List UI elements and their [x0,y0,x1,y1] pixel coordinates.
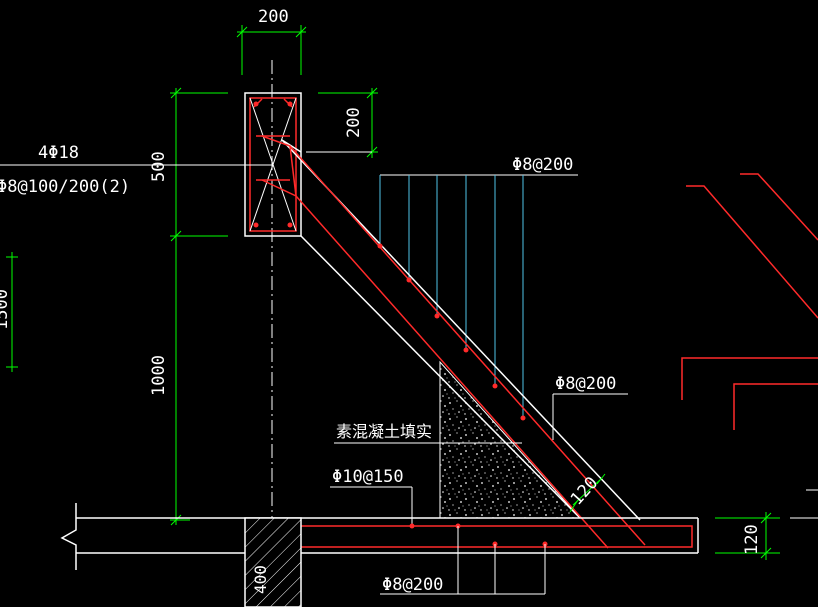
top-mesh-label: Φ8@200 [512,155,573,175]
ground-rebar-dots [409,523,548,547]
mesh-bars [379,175,524,420]
dim-right-bottom-label: 120 [742,524,762,555]
ground-slab [60,503,699,570]
stirrup-label: Φ8@100/200(2) [0,177,130,197]
dim-slope-thickness [569,473,606,513]
dim-left-vertical [170,87,228,526]
dim-far-left-label: 1500 [0,289,12,330]
sloped-rebar [261,135,646,549]
bottom-bar-leader [380,526,546,595]
slope-bar-label: Φ8@200 [555,374,616,394]
dim-left-lower-label: 1000 [149,355,169,396]
dim-top-width-label: 200 [258,7,289,27]
right-partial-rebar [681,173,818,430]
slope-rebar-dots [377,243,526,421]
dim-top-width [236,25,307,75]
dim-bottom-left-label: 400 [251,565,270,594]
dim-slope-thickness-label: 120 [567,473,602,509]
fill-note-label: 素混凝土填实 [336,422,432,441]
foundation-wall [244,517,302,607]
ground-rebar [300,525,693,548]
dim-right-bottom [715,512,780,560]
base-bar-label: Φ10@150 [332,467,404,487]
bottom-bar-label: Φ8@200 [382,575,443,595]
beam-section [244,92,302,237]
dim-right-top-label: 200 [344,107,364,138]
dim-far-left [6,252,18,372]
main-bars-label: 4Φ18 [38,143,79,163]
dim-left-upper-label: 500 [149,151,169,182]
